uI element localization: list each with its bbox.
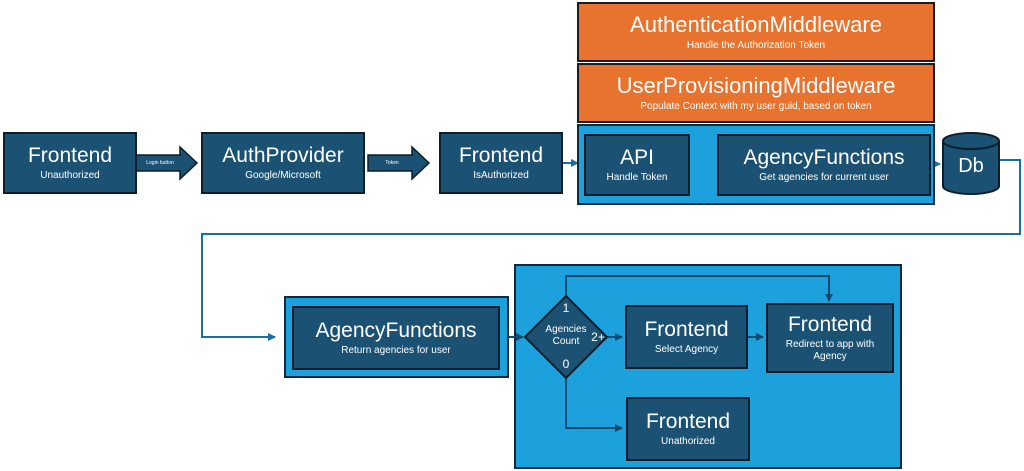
frontend-redirect-node: Frontend Redirect to app with Agency [766, 303, 894, 373]
decision-label: Agencies Count [545, 324, 587, 347]
api-title: API [620, 146, 654, 169]
frontend-unauthorized-subtitle: Unauthorized [40, 170, 100, 181]
login-arrow [135, 145, 199, 181]
frontend-select-agency-node: Frontend Select Agency [625, 305, 748, 369]
agencies-count-decision [523, 294, 609, 380]
authentication-middleware-subtitle: Handle the Authorization Token [686, 40, 826, 51]
auth-provider-node: AuthProvider Google/Microsoft [201, 132, 365, 194]
decision-branch-one: 1 [562, 301, 570, 315]
frontend-redirect-title: Frontend [787, 313, 873, 336]
frontend-redirect-subtitle: Redirect to app with Agency [785, 339, 875, 362]
user-provisioning-middleware-subtitle: Populate Context with my user guid, base… [640, 101, 872, 112]
login-arrow-label: Login button [146, 160, 174, 166]
user-provisioning-middleware: UserProvisioningMiddleware Populate Cont… [577, 63, 935, 123]
frontend-unathorized-title: Frontend [645, 410, 731, 433]
agency-functions-get-subtitle: Get agencies for current user [759, 172, 889, 183]
frontend-isauthorized-node: Frontend IsAuthorized [439, 132, 563, 194]
db-label: Db [958, 155, 984, 177]
frontend-unathorized-node: Frontend Unathorized [626, 397, 750, 461]
api-node: API Handle Token [584, 134, 690, 196]
agency-functions-get-title: AgencyFunctions [743, 146, 905, 169]
authentication-middleware-title: AuthenticationMiddleware [630, 12, 882, 37]
frontend-unauthorized-title: Frontend [27, 144, 113, 167]
frontend-isauthorized-title: Frontend [458, 144, 544, 167]
frontend-unauthorized-node: Frontend Unauthorized [3, 132, 137, 194]
agency-functions-return-node: AgencyFunctions Return agencies for user [292, 306, 500, 370]
authentication-middleware: AuthenticationMiddleware Handle the Auth… [577, 2, 935, 62]
decision-branch-zero: 0 [562, 357, 570, 371]
user-provisioning-middleware-title: UserProvisioningMiddleware [616, 73, 896, 98]
api-subtitle: Handle Token [606, 172, 668, 183]
token-arrow-label: Token [385, 160, 399, 166]
frontend-unathorized-subtitle: Unathorized [661, 436, 715, 447]
token-arrow [367, 145, 431, 181]
agency-functions-get-node: AgencyFunctions Get agencies for current… [717, 134, 931, 196]
frontend-isauthorized-subtitle: IsAuthorized [473, 170, 529, 181]
frontend-select-agency-subtitle: Select Agency [654, 344, 719, 355]
agency-functions-return-subtitle: Return agencies for user [341, 345, 451, 356]
frontend-select-agency-title: Frontend [644, 318, 729, 341]
auth-provider-subtitle: Google/Microsoft [245, 170, 321, 181]
auth-provider-title: AuthProvider [222, 144, 344, 167]
agency-functions-return-title: AgencyFunctions [315, 319, 477, 342]
connector-db-to-return [201, 159, 1021, 341]
decision-branch-many: 2+ [591, 330, 605, 344]
